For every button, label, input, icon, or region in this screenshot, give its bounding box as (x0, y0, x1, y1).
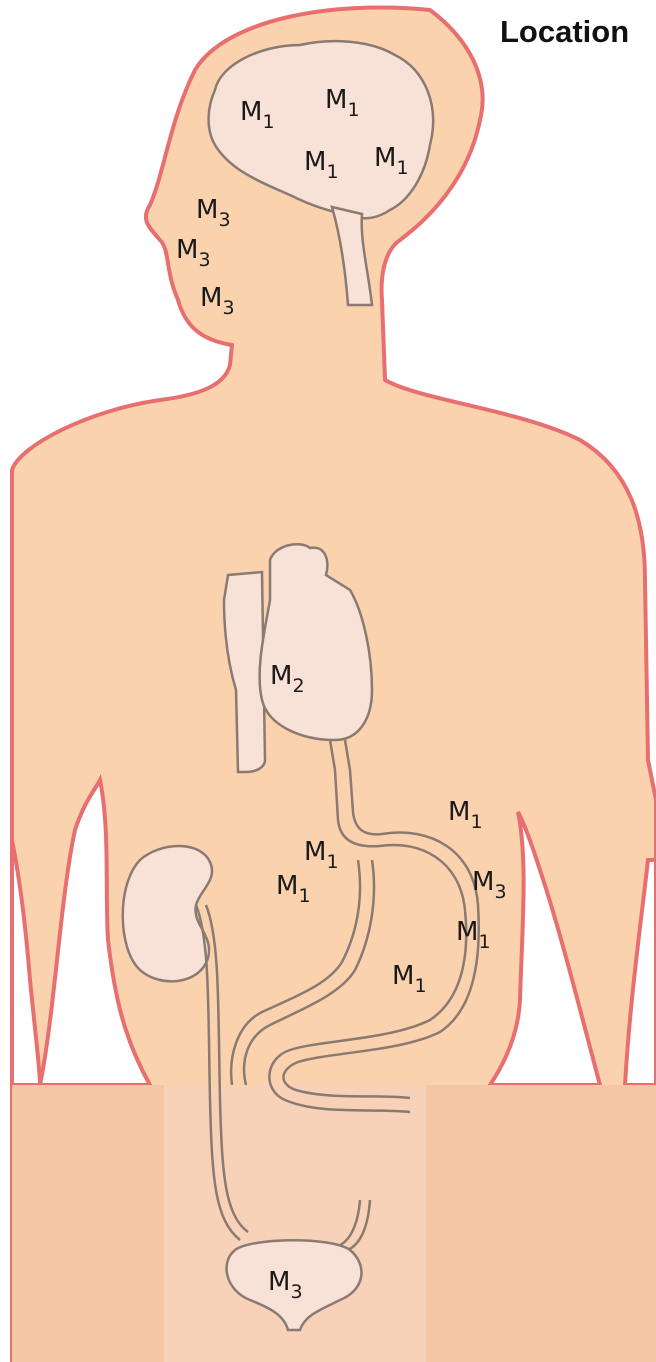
lower-right-block (426, 1085, 656, 1362)
page-title: Location (500, 14, 629, 50)
lower-left-block (12, 1085, 164, 1362)
